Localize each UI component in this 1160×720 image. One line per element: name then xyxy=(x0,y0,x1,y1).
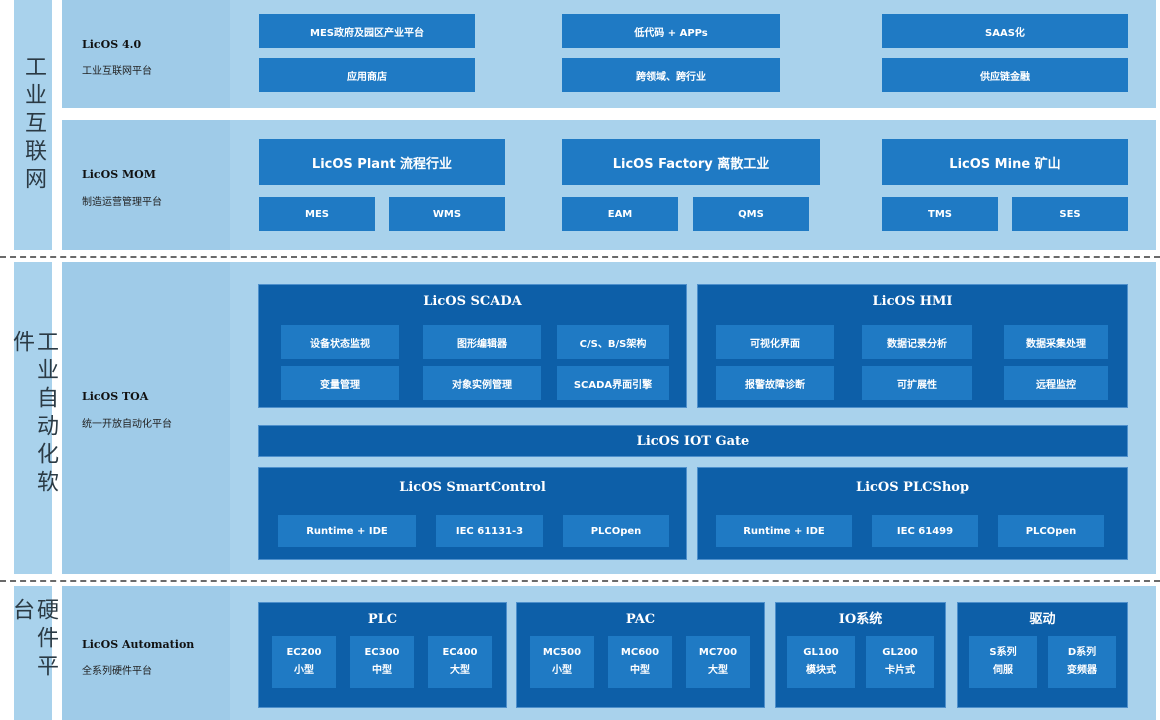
sidebar-hardware xyxy=(14,586,52,720)
io-item[interactable]: GL100 模块式 xyxy=(787,636,855,688)
btn-mes-gov[interactable]: MES政府及园区产业平台 xyxy=(259,14,475,48)
io-title: IO系统 xyxy=(838,612,883,627)
plcshop-item[interactable]: PLCOpen xyxy=(998,515,1104,547)
row-mom-left xyxy=(62,120,230,250)
row-subtitle: 制造运营管理平台 xyxy=(82,197,162,208)
scada-item[interactable]: 对象实例管理 xyxy=(423,366,541,400)
pac-item[interactable]: MC600 中型 xyxy=(608,636,672,688)
btn-ses[interactable]: SES xyxy=(1012,197,1128,231)
pac-item[interactable]: MC500 小型 xyxy=(530,636,594,688)
smartcontrol-item[interactable]: IEC 61131-3 xyxy=(436,515,543,547)
row-title: LicOS 4.0 xyxy=(82,38,142,51)
plc-item-size: 中型 xyxy=(372,665,392,676)
hmi-item[interactable]: 可扩展性 xyxy=(862,366,972,400)
pac-item-model: MC700 xyxy=(698,647,738,658)
io-item[interactable]: GL200 卡片式 xyxy=(866,636,934,688)
plc-item-size: 大型 xyxy=(450,665,470,676)
scada-item[interactable]: 图形编辑器 xyxy=(423,325,541,359)
btn-tms[interactable]: TMS xyxy=(882,197,998,231)
btn-saas[interactable]: SAAS化 xyxy=(882,14,1128,48)
plc-item-model: EC300 xyxy=(364,647,400,658)
io-item-type: 卡片式 xyxy=(885,665,915,676)
plc-item[interactable]: EC400 大型 xyxy=(428,636,492,688)
plc-item[interactable]: EC200 小型 xyxy=(272,636,336,688)
sidebar-automation xyxy=(14,262,52,574)
sidebar-hardware-text: 硬件平台 xyxy=(9,598,58,682)
row-title: LicOS Automation xyxy=(82,638,195,651)
drive-item-series: S系列 xyxy=(989,647,1017,658)
io-item-model: GL100 xyxy=(803,647,839,658)
scada-item[interactable]: C/S、B/S架构 xyxy=(557,325,669,359)
drive-item-type: 变频器 xyxy=(1067,665,1097,676)
pac-item-size: 中型 xyxy=(630,665,650,676)
btn-eam[interactable]: EAM xyxy=(562,197,678,231)
row-subtitle: 工业互联网平台 xyxy=(82,66,152,77)
plc-item-model: EC200 xyxy=(286,647,322,658)
smartcontrol-title: LicOS SmartControl xyxy=(399,480,546,495)
plcshop-item[interactable]: IEC 61499 xyxy=(872,515,978,547)
pac-item-model: MC600 xyxy=(620,647,660,658)
pac-item-size: 大型 xyxy=(708,665,728,676)
separator-1 xyxy=(0,256,1160,258)
row-toa-left xyxy=(62,262,230,574)
scada-title: LicOS SCADA xyxy=(423,294,522,309)
hmi-item[interactable]: 报警故障诊断 xyxy=(716,366,834,400)
pac-item[interactable]: MC700 大型 xyxy=(686,636,750,688)
smartcontrol-item[interactable]: Runtime + IDE xyxy=(278,515,416,547)
drive-item-type: 伺服 xyxy=(993,665,1013,676)
pac-title: PAC xyxy=(625,612,656,627)
header-mine[interactable]: LicOS Mine 矿山 xyxy=(882,139,1128,185)
hmi-item[interactable]: 数据采集处理 xyxy=(1004,325,1108,359)
plc-item[interactable]: EC300 中型 xyxy=(350,636,414,688)
btn-cross-domain[interactable]: 跨领域、跨行业 xyxy=(562,58,780,92)
sidebar-internet-text: 工业互联网 xyxy=(21,55,46,195)
row-subtitle: 统一开放自动化平台 xyxy=(82,419,172,430)
hmi-title: LicOS HMI xyxy=(872,294,953,309)
hmi-item[interactable]: 可视化界面 xyxy=(716,325,834,359)
btn-app-store[interactable]: 应用商店 xyxy=(259,58,475,92)
iot-gate-bar[interactable]: LicOS IOT Gate xyxy=(258,425,1128,457)
scada-item[interactable]: 变量管理 xyxy=(281,366,399,400)
plc-title: PLC xyxy=(367,612,398,627)
plc-item-model: EC400 xyxy=(442,647,478,658)
separator-2 xyxy=(0,580,1160,582)
row-title: LicOS MOM xyxy=(82,168,156,181)
smartcontrol-item[interactable]: PLCOpen xyxy=(563,515,669,547)
plcshop-item[interactable]: Runtime + IDE xyxy=(716,515,852,547)
io-item-type: 模块式 xyxy=(806,665,836,676)
hmi-item[interactable]: 远程监控 xyxy=(1004,366,1108,400)
row-title: LicOS TOA xyxy=(82,390,149,403)
scada-item[interactable]: 设备状态监视 xyxy=(281,325,399,359)
pac-item-model: MC500 xyxy=(542,647,582,658)
drive-title: 驱动 xyxy=(1029,612,1056,627)
drive-item-series: D系列 xyxy=(1067,647,1097,658)
plc-item-size: 小型 xyxy=(294,665,314,676)
header-plant[interactable]: LicOS Plant 流程行业 xyxy=(259,139,505,185)
row-automation-left xyxy=(62,586,230,720)
btn-qms[interactable]: QMS xyxy=(693,197,809,231)
sidebar-hardware-label: 硬件平台 xyxy=(9,598,58,708)
scada-item[interactable]: SCADA界面引擎 xyxy=(557,366,669,400)
header-factory[interactable]: LicOS Factory 离散工业 xyxy=(562,139,820,185)
io-item-model: GL200 xyxy=(882,647,918,658)
sidebar-automation-label: 工业自动化软件 xyxy=(9,330,58,510)
sidebar-internet xyxy=(14,0,52,250)
row-subtitle: 全系列硬件平台 xyxy=(82,666,152,677)
hmi-item[interactable]: 数据记录分析 xyxy=(862,325,972,359)
row-licos40-left xyxy=(62,0,230,108)
btn-wms[interactable]: WMS xyxy=(389,197,505,231)
sidebar-automation-text: 工业自动化软件 xyxy=(9,330,58,498)
btn-supply-finance[interactable]: 供应链金融 xyxy=(882,58,1128,92)
pac-item-size: 小型 xyxy=(552,665,572,676)
sidebar-internet-label: 工业互联网 xyxy=(14,55,52,195)
drive-item[interactable]: D系列变频器 xyxy=(1048,636,1116,688)
plcshop-title: LicOS PLCShop xyxy=(855,480,970,495)
drive-item[interactable]: S系列伺服 xyxy=(969,636,1037,688)
btn-low-code[interactable]: 低代码 + APPs xyxy=(562,14,780,48)
btn-mes[interactable]: MES xyxy=(259,197,375,231)
